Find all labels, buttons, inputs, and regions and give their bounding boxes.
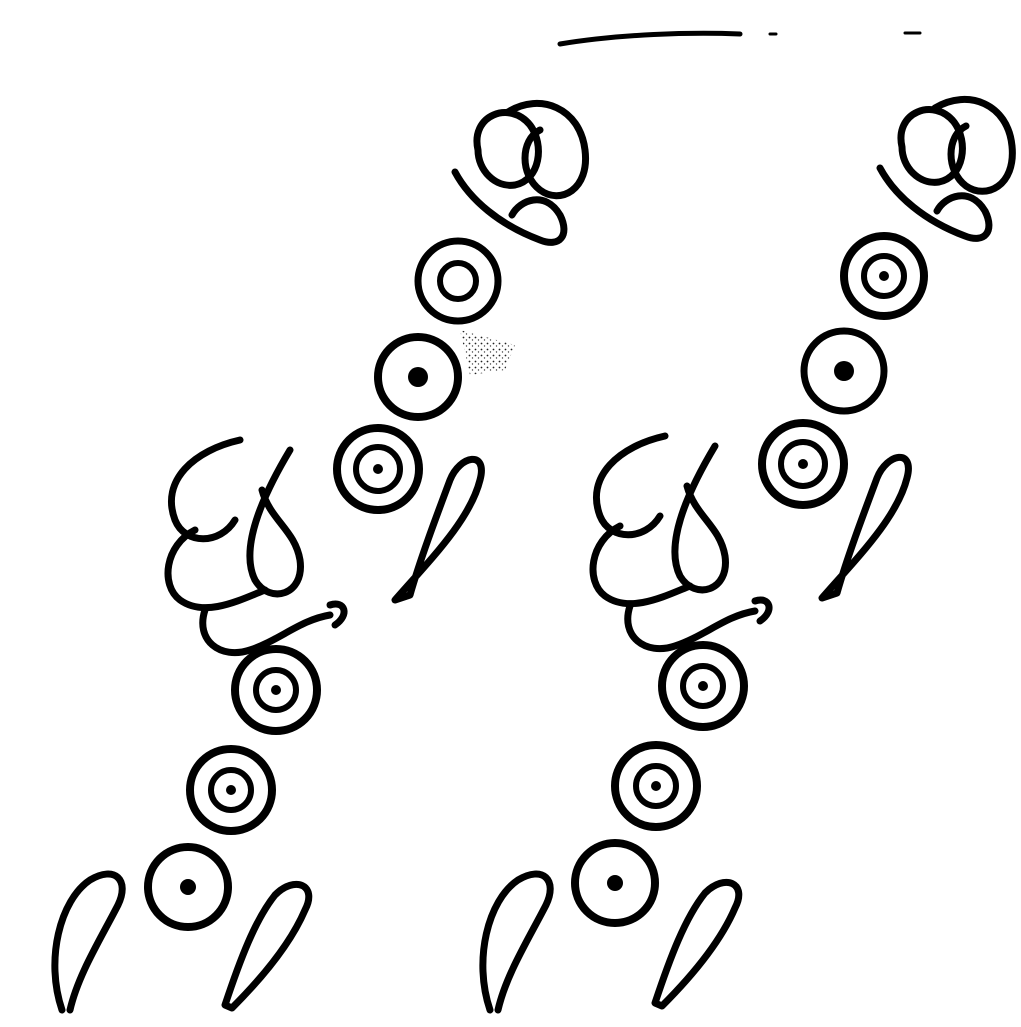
left-leaf-cluster-top <box>455 103 586 242</box>
left-panel <box>55 103 586 1010</box>
left-ring-5 <box>190 749 272 831</box>
left-teardrop-bottom <box>55 874 122 1010</box>
left-stipple-scatter <box>460 330 515 375</box>
left-ring-6 <box>148 847 228 927</box>
left-ring-4 <box>235 649 317 731</box>
right-ring-1 <box>844 236 924 316</box>
right-ring-6 <box>575 843 655 923</box>
left-ring-2 <box>378 337 458 417</box>
right-ring-4 <box>662 645 744 727</box>
left-teardrop-upper <box>395 459 481 600</box>
right-teardrop-bottom-stippled <box>655 882 739 1006</box>
left-leaf-cluster-middle <box>168 440 344 653</box>
right-teardrop-upper <box>822 457 908 598</box>
right-teardrop-bottom <box>483 874 550 1010</box>
top-stroke <box>560 33 740 44</box>
right-leaf-cluster-top <box>880 99 1012 238</box>
right-ring-3 <box>762 423 844 505</box>
right-ring-5 <box>615 745 697 827</box>
right-ring-2-dot <box>804 331 884 411</box>
right-leaf-cluster-middle <box>593 436 769 649</box>
top-speck <box>770 33 920 34</box>
left-ring-1 <box>418 241 498 321</box>
left-teardrop-bottom-stippled <box>225 884 309 1008</box>
left-ring-3 <box>337 428 419 510</box>
